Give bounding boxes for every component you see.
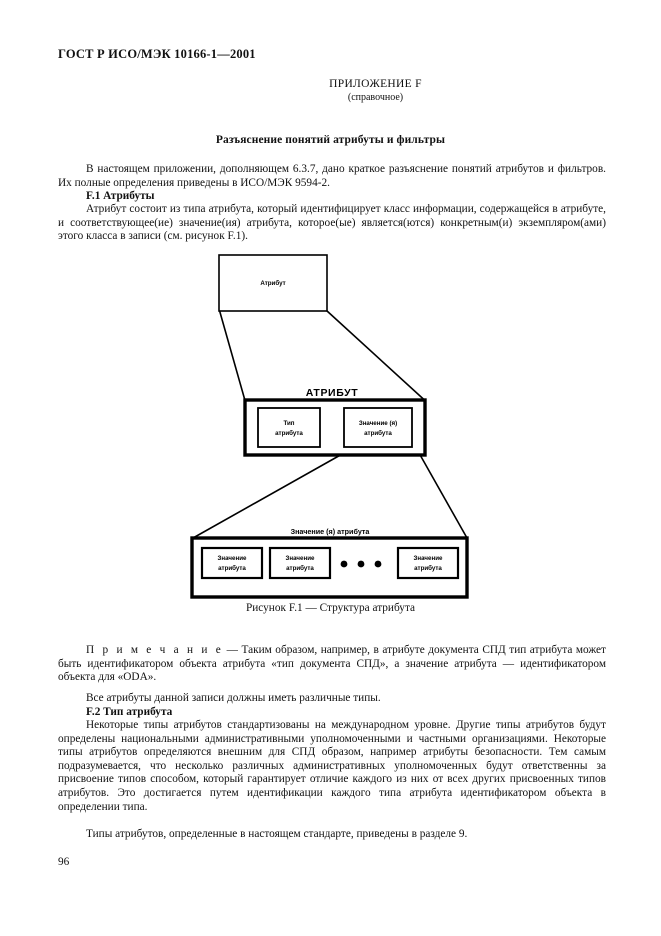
- connector-right-bottom: [418, 452, 468, 539]
- figure-box-value-2-label-line2: атрибута: [286, 565, 314, 572]
- figure-box-value-1-label-line1: Значение: [218, 555, 247, 562]
- page-number: 96: [58, 856, 70, 868]
- paragraph-f2-text: Некоторые типы атрибутов стандартизованы…: [58, 719, 606, 813]
- figure-box-attribute-top-label: Атрибут: [260, 280, 285, 287]
- paragraph-f1: Атрибут состоит из типа атрибута, которы…: [58, 203, 606, 244]
- connector-left-top: [218, 310, 246, 401]
- figure-box-attribute-values-label-line2: атрибута: [364, 430, 392, 437]
- paragraph-all-attributes-text: Все атрибуты данной записи должны иметь …: [86, 692, 381, 704]
- figure-box-value-2: [268, 546, 332, 580]
- annex-title: ПРИЛОЖЕНИЕ F: [329, 78, 422, 90]
- figure-ellipsis-dot-2: [357, 560, 365, 568]
- figure-box-attribute-type-label-line2: атрибута: [275, 430, 303, 437]
- figure-ellipsis-dot-3: [374, 560, 382, 568]
- figure-box-attribute-values-label-line1: Значение (я): [359, 420, 397, 427]
- figure-box-value-n-label-line1: Значение: [414, 555, 443, 562]
- figure-box-attribute-type-label-line1: Тип: [283, 420, 294, 427]
- paragraph-last-text: Типы атрибутов, определенные в настоящем…: [86, 828, 468, 840]
- note-label: П р и м е ч а н и е: [86, 644, 224, 656]
- note-block: П р и м е ч а н и е — Таким образом, нап…: [58, 644, 606, 685]
- paragraph-last: Типы атрибутов, определенные в настоящем…: [58, 828, 606, 842]
- figure-box-attribute-type: [257, 407, 321, 448]
- paragraph-intro-text: В настоящем приложении, дополняющем 6.3.…: [58, 163, 606, 189]
- connector-right-top: [325, 309, 426, 402]
- note-text: — Таким образом, например, в атрибуте до…: [58, 644, 606, 684]
- heading-f1: F.1 Атрибуты: [58, 190, 606, 204]
- paragraph-f1-text: Атрибут состоит из типа атрибута, которы…: [58, 203, 606, 243]
- heading-f2: F.2 Тип атрибута: [58, 706, 606, 720]
- section-title: Разъяснение понятий атрибуты и фильтры: [215, 134, 446, 146]
- figure-box-value-1-label-line2: атрибута: [218, 565, 246, 572]
- heading-f2-text: F.2 Тип атрибута: [86, 706, 173, 718]
- figure-box-value-2-label-line1: Значение: [286, 555, 315, 562]
- annex-subtitle: (справочное): [347, 92, 404, 103]
- figure-box-attribute-top: [218, 254, 328, 312]
- standard-header: ГОСТ Р ИСО/МЭК 10166-1—2001: [58, 47, 256, 61]
- figure-box-attribute-values: [343, 407, 413, 448]
- figure-middle-group-label: АТРИБУТ: [306, 387, 358, 399]
- paragraph-f2: Некоторые типы атрибутов стандартизованы…: [58, 719, 606, 814]
- paragraph-intro: В настоящем приложении, дополняющем 6.3.…: [58, 163, 606, 190]
- heading-f1-text: F.1 Атрибуты: [86, 190, 155, 202]
- figure-bottom-group-label: Значение (я) атрибута: [291, 527, 371, 536]
- figure-box-value-n-label-line2: атрибута: [414, 565, 442, 572]
- figure-caption: Рисунок F.1 — Структура атрибута: [245, 602, 416, 614]
- figure-ellipsis-dot-1: [340, 560, 348, 568]
- note-paragraph: П р и м е ч а н и е — Таким образом, нап…: [58, 644, 606, 685]
- figure-box-value-n: [396, 546, 460, 580]
- paragraph-all-attributes: Все атрибуты данной записи должны иметь …: [58, 692, 606, 706]
- connector-left-bottom: [192, 452, 345, 539]
- annex-block: ПРИЛОЖЕНИЕ F (справочное): [0, 78, 661, 103]
- figure-box-value-1: [200, 546, 264, 580]
- figure-f1-attribute-structure: Атрибут АТРИБУТ Тип атрибута Значение (я…: [180, 248, 480, 603]
